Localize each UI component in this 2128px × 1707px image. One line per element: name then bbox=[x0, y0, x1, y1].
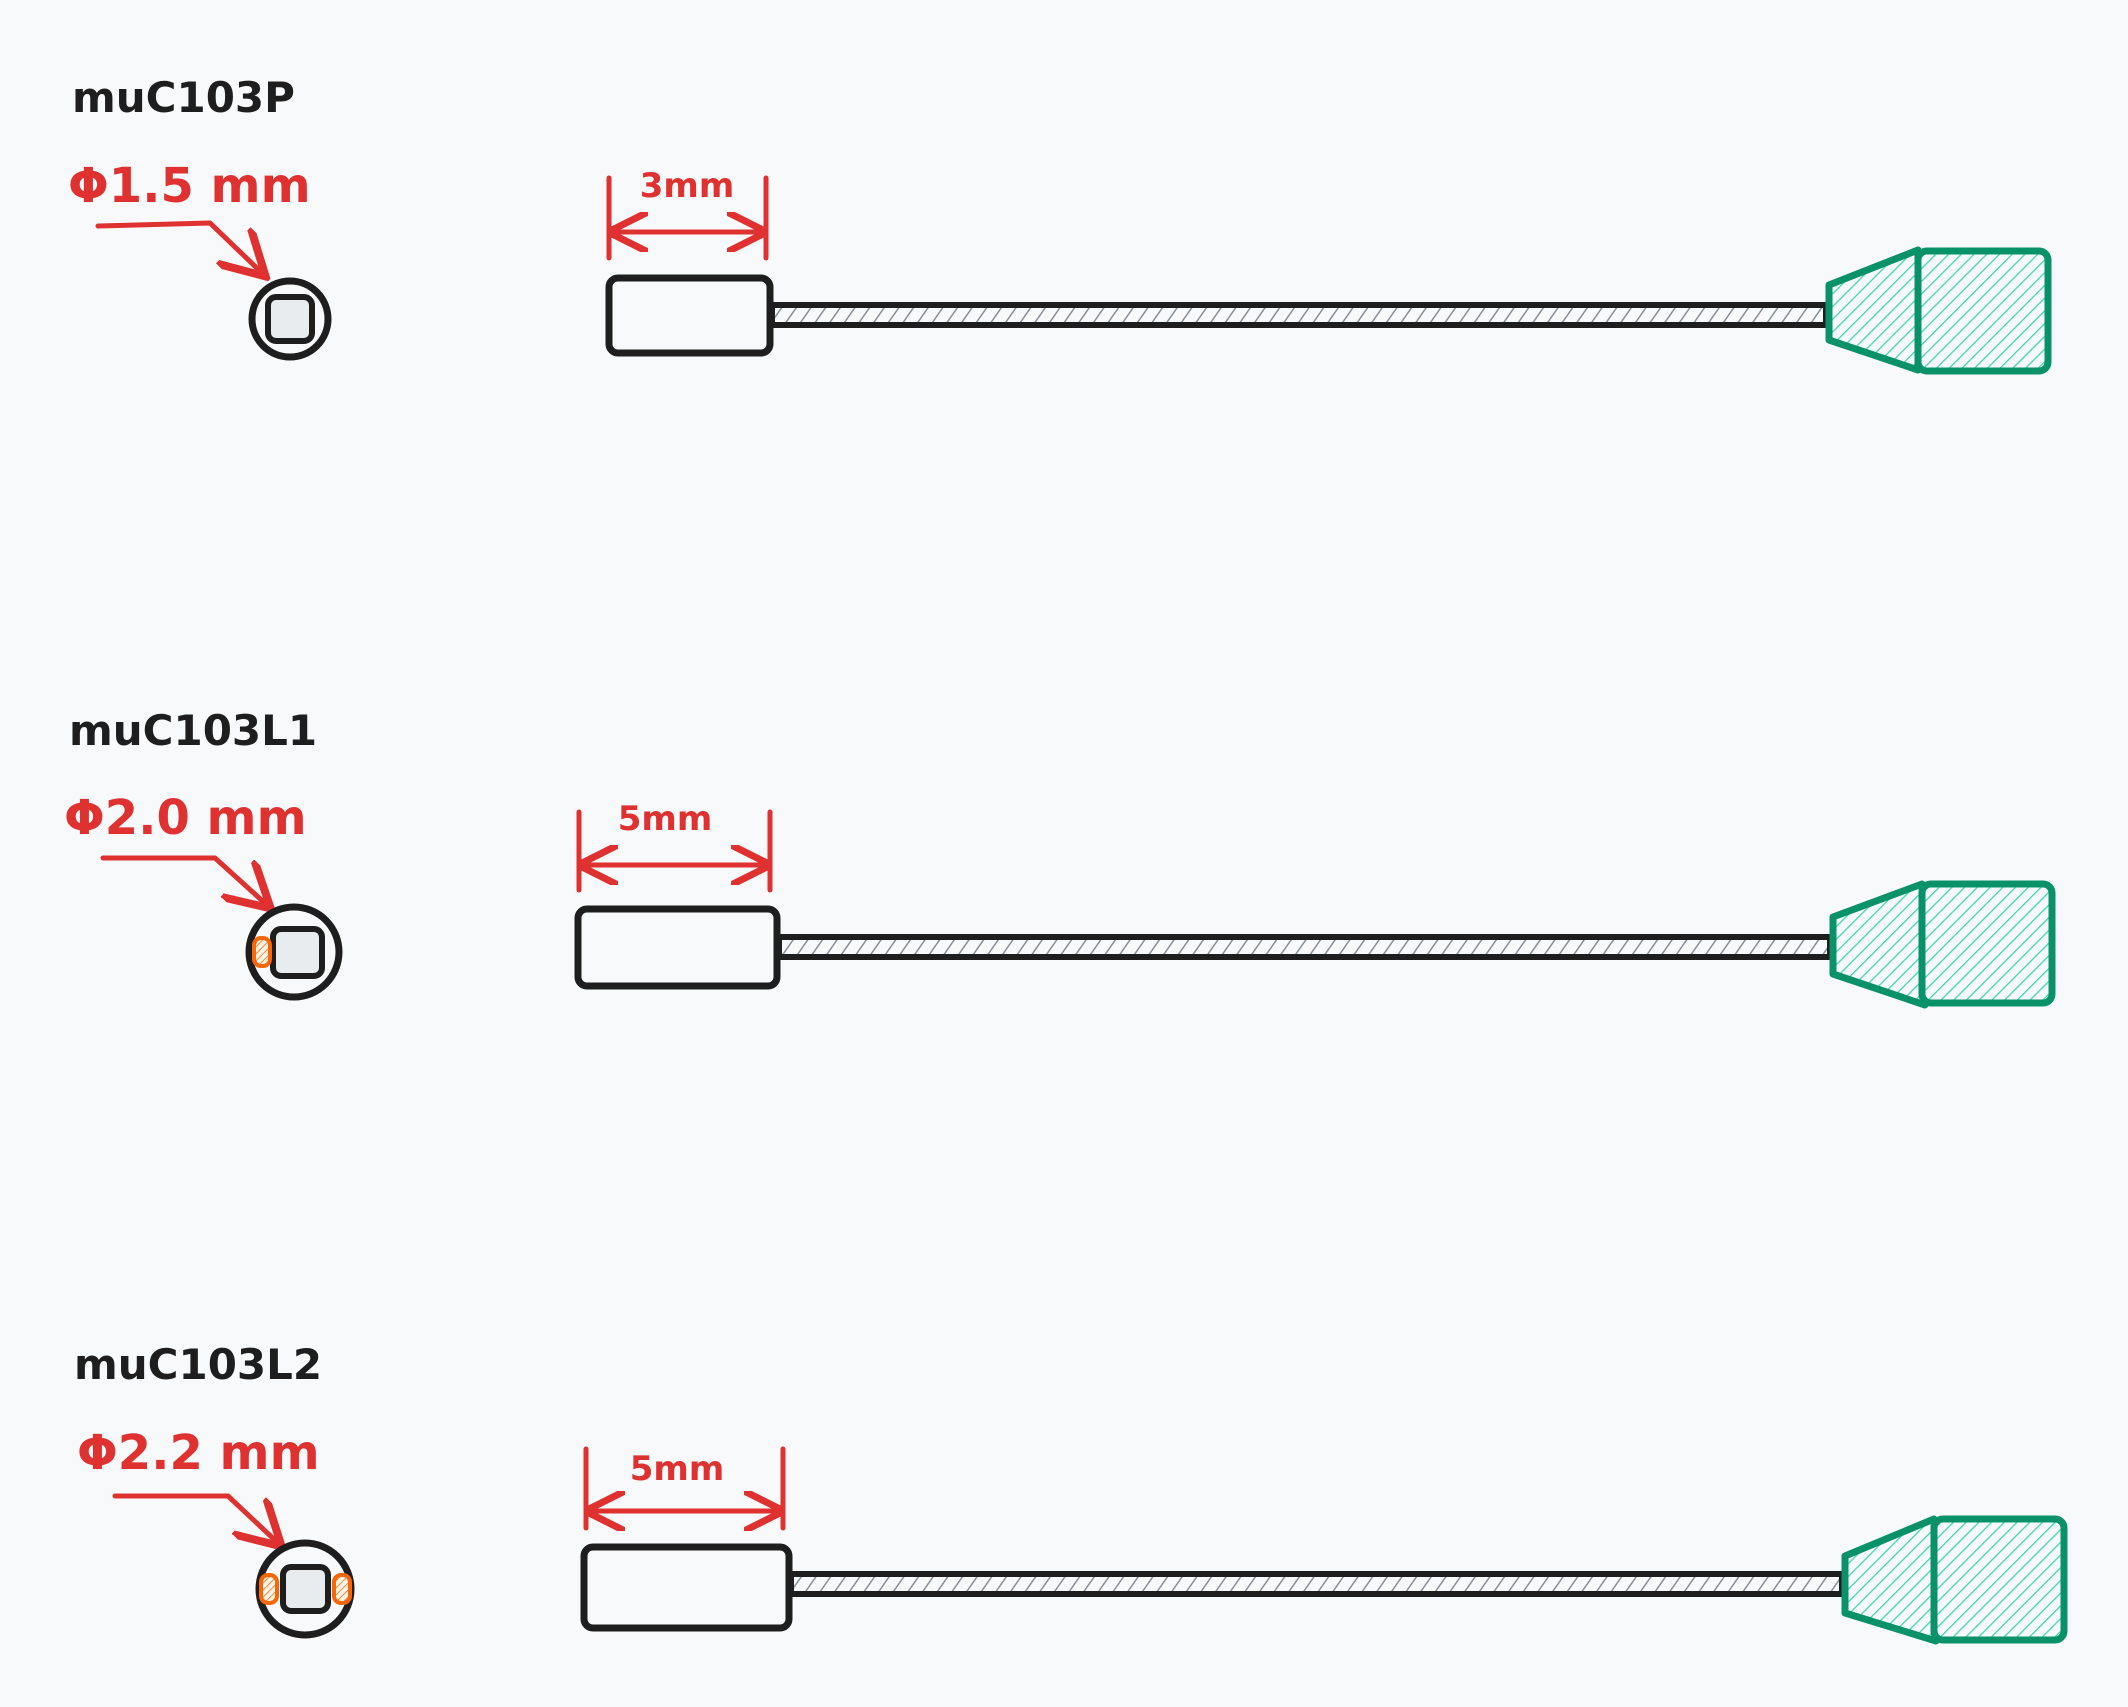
connector-taper bbox=[1841, 1515, 1940, 1645]
diameter-label: Φ2.2 mm bbox=[77, 1425, 320, 1481]
connector-body bbox=[1930, 1515, 2068, 1644]
diameter-arrow bbox=[95, 220, 262, 273]
connector-taper bbox=[1829, 880, 1929, 1009]
sensor-group-muc103p: muC103P Φ1.5 mm 3mm bbox=[68, 73, 2052, 375]
diameter-arrow bbox=[112, 1493, 278, 1543]
diameter-label: Φ1.5 mm bbox=[68, 158, 311, 214]
sensor-group-muc103l2: muC103L2 Φ2.2 mm 5mm bbox=[74, 1340, 2068, 1645]
diameter-label: Φ2.0 mm bbox=[64, 790, 307, 846]
sensor-chip bbox=[270, 926, 325, 979]
length-dimension: 5mm bbox=[576, 799, 773, 893]
sensor-cable bbox=[769, 302, 1829, 328]
cross-section-view bbox=[248, 277, 332, 361]
length-label: 3mm bbox=[640, 166, 735, 206]
sensor-cable bbox=[776, 934, 1833, 960]
sensor-chip bbox=[265, 294, 315, 344]
length-label: 5mm bbox=[618, 799, 713, 839]
model-name: muC103L2 bbox=[74, 1340, 322, 1389]
length-label: 5mm bbox=[630, 1449, 725, 1489]
model-name: muC103P bbox=[72, 73, 295, 122]
cross-section-view bbox=[245, 903, 343, 1001]
side-view bbox=[574, 880, 2056, 1009]
length-dimension: 3mm bbox=[606, 166, 769, 261]
side-pad-left bbox=[252, 936, 272, 968]
sensor-chip bbox=[280, 1564, 331, 1614]
model-name: muC103L1 bbox=[69, 706, 317, 755]
sensor-group-muc103l1: muC103L1 Φ2.0 mm 5mm bbox=[64, 706, 2056, 1009]
sensor-tip bbox=[605, 274, 774, 357]
side-pad-right bbox=[332, 1573, 352, 1605]
sensor-tip bbox=[580, 1543, 793, 1632]
sensor-tip bbox=[574, 905, 781, 990]
connector-taper bbox=[1825, 246, 1922, 374]
cross-section-view bbox=[255, 1539, 355, 1639]
sensor-cable bbox=[788, 1571, 1845, 1597]
side-pad-left bbox=[259, 1573, 279, 1605]
connector-body bbox=[1914, 247, 2052, 375]
side-view bbox=[580, 1515, 2068, 1645]
diameter-arrow bbox=[100, 855, 267, 905]
length-dimension: 5mm bbox=[583, 1446, 786, 1528]
connector-body bbox=[1918, 880, 2056, 1007]
side-view bbox=[605, 246, 2052, 375]
